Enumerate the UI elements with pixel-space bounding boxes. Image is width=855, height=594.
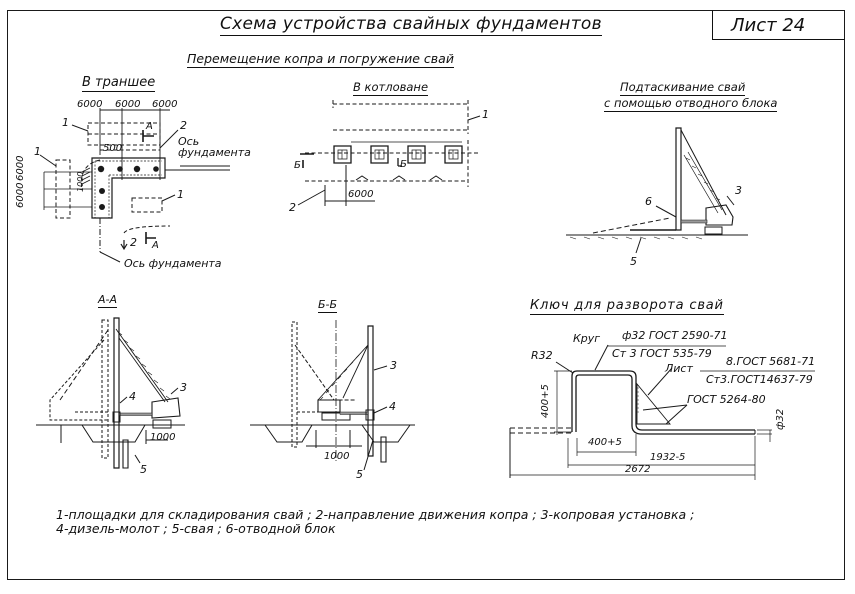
section-aa-callout-4: 4 (129, 390, 136, 403)
pit-plan-view (298, 100, 480, 206)
pit-dim-6000: 6000 (348, 189, 374, 200)
trench-section-mark-top: A (146, 121, 153, 132)
pile-pulling-view (566, 128, 748, 253)
trench-axis-label-right: Ось фундамента (178, 135, 251, 159)
pit-heading: В котловане (353, 80, 429, 96)
pulling-heading: Подтаскивание свай с помощью отводного б… (604, 80, 778, 112)
key-weld-spec: ГОСТ 5264-80 (687, 393, 766, 406)
pit-section-mark-mid: Б (400, 159, 407, 170)
trench-dim-top-2: 6000 (115, 99, 141, 110)
legend-line-2: 4-дизель-молот ; 5-свая ; 6-отводной бло… (56, 521, 336, 536)
key-sheet-spec-bottom: Ст3.ГОСТ14637-79 (706, 373, 813, 386)
key-round-spec-top: ф32 ГОСТ 2590-71 (622, 329, 728, 342)
pulling-callout-6: 6 (645, 195, 652, 208)
sheet-number: Лист 24 (731, 15, 806, 36)
trench-callout-2-top: 2 (180, 119, 187, 132)
section-aa-heading: А-А (98, 293, 118, 308)
pulling-callout-5: 5 (630, 255, 637, 268)
key-sheet-spec-top: 8.ГОСТ 5681-71 (726, 355, 816, 368)
pit-callout-2: 2 (289, 201, 296, 214)
key-tool-drawing (510, 345, 815, 480)
trench-callout-1-top: 1 (62, 116, 69, 129)
key-sheet-label: Лист (665, 362, 693, 375)
key-round-label: Круг (573, 332, 601, 345)
trench-dim-1000: 1000 (76, 171, 85, 192)
pit-section-mark-left: Б (294, 160, 301, 171)
section-aa-callout-5: 5 (140, 463, 147, 476)
section-bb-view (250, 320, 415, 470)
sheet-number-box (712, 10, 845, 40)
section-bb-dim-1000: 1000 (324, 451, 350, 462)
key-heading: Ключ для разворота свай (530, 298, 724, 315)
section-bb-callout-5: 5 (356, 468, 363, 481)
key-dim-diameter: ф32 (775, 408, 786, 430)
trench-axis-label-bottom: Ось фундамента (124, 257, 222, 270)
key-round-spec-bottom: Ст 3 ГОСТ 535-79 (612, 347, 712, 360)
section-bb-callout-3: 3 (390, 359, 397, 372)
key-dim-inner: 400+5 (588, 437, 622, 448)
trench-callout-1-right: 1 (177, 188, 184, 201)
trench-dim-left-2: 6000 (15, 155, 26, 181)
trench-dim-500: 500 (103, 143, 123, 154)
section-aa-dim-1000: 1000 (150, 432, 176, 443)
legend-line-1: 1-площадки для складирования свай ; 2-на… (56, 507, 695, 522)
drawing-frame (7, 10, 845, 580)
drawing-subtitle: Перемещение копра и погружение свай (187, 51, 454, 68)
trench-plan-view (40, 108, 230, 262)
pulling-callout-3: 3 (735, 184, 742, 197)
trench-callout-1-left: 1 (34, 145, 41, 158)
drawing-title: Схема устройства свайных фундаментов (220, 14, 602, 36)
trench-dim-top-1: 6000 (77, 99, 103, 110)
section-aa-callout-3: 3 (180, 381, 187, 394)
pit-callout-1: 1 (482, 108, 489, 121)
trench-callout-2-bottom: 2 (130, 236, 137, 249)
section-aa-view (36, 318, 185, 468)
trench-dim-top-3: 6000 (152, 99, 178, 110)
trench-heading: В траншее (82, 75, 156, 92)
key-radius: R32 (531, 349, 553, 362)
section-bb-callout-4: 4 (389, 400, 396, 413)
section-bb-heading: Б-Б (318, 298, 338, 313)
key-dim-2672: 2672 (625, 464, 651, 475)
legend: 1-площадки для складирования свай ; 2-на… (56, 508, 694, 536)
key-dim-height: 400+5 (540, 384, 551, 418)
key-dim-1932: 1932-5 (650, 452, 686, 463)
trench-section-mark-bottom: A (152, 240, 159, 251)
trench-dim-left-1: 6000 (15, 182, 26, 208)
